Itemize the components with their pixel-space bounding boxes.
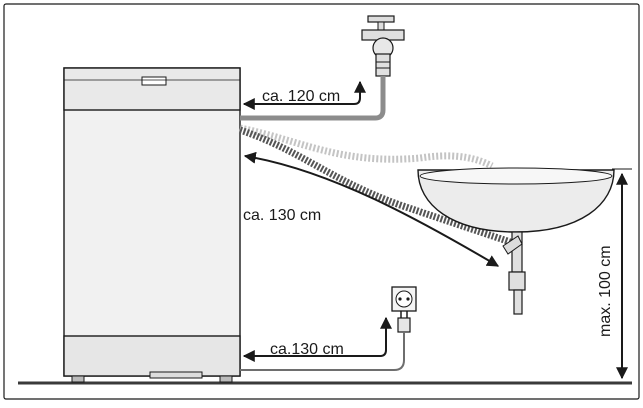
water-hose-label: ca. 120 cm	[262, 88, 340, 105]
water-tap-icon	[361, 15, 405, 77]
power-socket-icon	[391, 286, 417, 312]
power-cord-label: ca.130 cm	[270, 341, 344, 358]
sink	[417, 167, 615, 315]
power-cord-arrow	[242, 316, 392, 362]
drain-hose-arrow	[243, 151, 500, 267]
dishwasher	[63, 67, 241, 383]
power-plug-icon	[397, 311, 411, 333]
power-cord	[240, 332, 405, 371]
water-supply-hose	[240, 76, 386, 121]
drain-hose-label: ca. 130 cm	[243, 207, 321, 224]
diagram-frame	[3, 3, 640, 400]
sink-height-label: max. 100 cm	[597, 245, 614, 337]
water-hose-arrow	[242, 80, 366, 110]
sink-height-dimension	[612, 168, 632, 380]
